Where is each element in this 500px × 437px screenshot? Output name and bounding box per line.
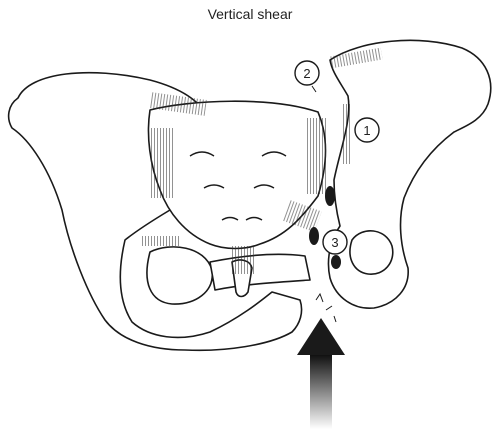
ligament-sacrospinous <box>282 199 322 233</box>
sacral-foramen <box>245 216 263 221</box>
callout-2: 2 <box>303 66 310 81</box>
sacral-foramen <box>189 151 215 157</box>
sacral-foramen <box>253 184 275 189</box>
sacroiliac-joint-mark <box>325 186 335 206</box>
callout-circle-3 <box>322 229 348 255</box>
ligament-right-upper <box>329 47 383 69</box>
callout-3: 3 <box>331 235 338 250</box>
callout-circle-2 <box>294 60 320 86</box>
sacral-foramen <box>221 216 239 221</box>
left-pubic-ramus <box>209 253 311 291</box>
right-ilium <box>327 39 492 309</box>
sacral-foramen <box>261 151 287 157</box>
ligament-sacroiliac-left <box>150 128 174 198</box>
right-obturator-foramen <box>349 230 394 275</box>
symphysis-joint-mark <box>309 227 319 245</box>
sacral-foramen <box>203 184 225 189</box>
callout-circle-1 <box>354 117 380 143</box>
fracture-fragments <box>311 85 337 323</box>
ligament-right-sacroiliac-torn <box>342 104 352 164</box>
ligament-left-upper <box>149 92 207 116</box>
ligament-sacroiliac-right <box>306 118 328 194</box>
left-obturator-foramen <box>146 246 213 305</box>
figure-title: Vertical shear <box>207 6 293 22</box>
upward-force-arrow-icon <box>297 318 345 429</box>
ligament-symphysis <box>232 246 254 274</box>
ligament-left-ramus <box>140 236 180 246</box>
callout-1: 1 <box>363 123 370 138</box>
pubic-joint-mark <box>331 255 341 269</box>
